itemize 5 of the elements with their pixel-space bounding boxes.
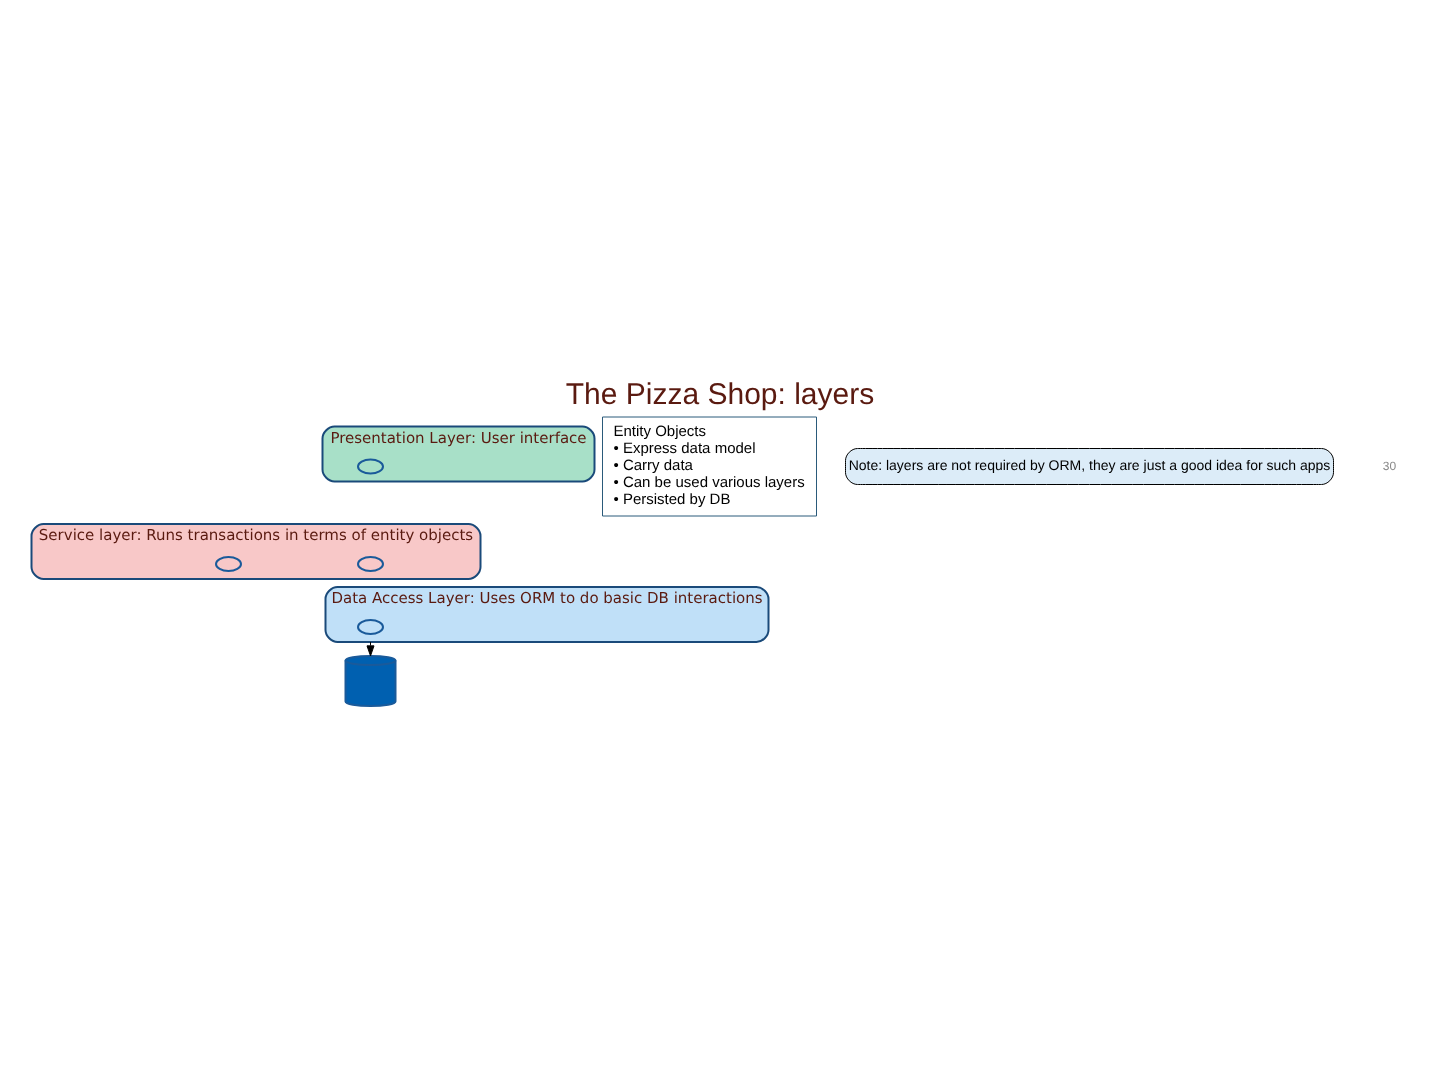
node-circle bbox=[357, 618, 384, 634]
node-circle bbox=[357, 555, 384, 571]
diagram-title: The Pizza Shop: layers bbox=[565, 377, 875, 411]
node-circle bbox=[215, 555, 242, 571]
node-circle bbox=[357, 457, 384, 474]
